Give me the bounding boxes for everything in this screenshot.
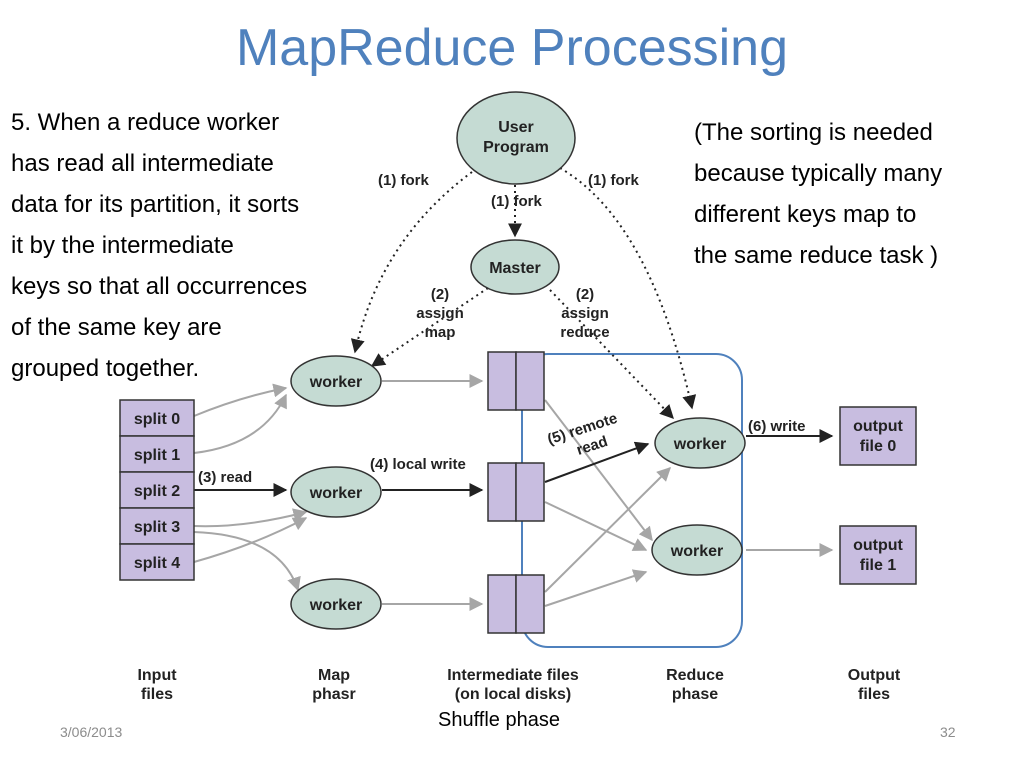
output-file-0-label: output — [853, 418, 903, 435]
left-line: it by the intermediate — [11, 232, 234, 259]
assign-map-label: map — [425, 324, 456, 341]
intermediate-file — [515, 351, 545, 411]
reduce-worker-node — [651, 524, 743, 576]
right-explanation: (The sorting is needed because typically… — [694, 112, 1024, 276]
map-worker-node — [290, 355, 382, 407]
column-label-reduce: phase — [672, 686, 718, 703]
intermediate-file — [487, 462, 517, 522]
left-line: has read all intermediate — [11, 150, 274, 177]
right-line: (The sorting is needed — [694, 119, 933, 146]
slide-date: 3/06/2013 — [60, 724, 123, 740]
map-worker-label: worker — [309, 597, 362, 614]
assign-reduce-label: assign — [561, 305, 609, 322]
reduce-worker-label: worker — [670, 543, 723, 560]
split3-to-worker2-arrow — [193, 508, 308, 528]
split-box — [119, 399, 195, 437]
map-worker-label: worker — [309, 374, 362, 391]
split-label: split 1 — [134, 447, 180, 464]
user-program-node — [456, 91, 576, 185]
fork-right-label: (1) fork — [588, 172, 639, 189]
column-label-input: files — [141, 686, 173, 703]
assign-reduce-label: reduce — [560, 324, 609, 341]
right-line: the same reduce task ) — [694, 242, 939, 269]
map-worker-node — [290, 466, 382, 518]
column-label-output: files — [858, 686, 890, 703]
split-label: split 0 — [134, 411, 180, 428]
map-worker-label: worker — [309, 485, 362, 502]
split-label: split 3 — [134, 519, 180, 536]
fork-center-label: (1) fork — [491, 193, 542, 210]
split1-to-worker1-arrow — [193, 393, 287, 454]
column-label-map: phasr — [312, 686, 356, 703]
output-file-1-label: file 1 — [860, 557, 897, 574]
left-line: data for its partition, it sorts — [11, 191, 300, 218]
remote-read-arrow — [544, 441, 650, 483]
write-label: (6) write — [748, 418, 806, 435]
right-line: because typically many — [694, 160, 943, 187]
read-label: (3) read — [198, 469, 252, 486]
column-label-map: Map — [318, 667, 350, 684]
shuffle-phase-label: Shuffle phase — [438, 709, 560, 731]
split-label: split 4 — [134, 555, 180, 572]
split0-to-worker1-arrow — [193, 383, 288, 417]
left-line: grouped together. — [11, 355, 200, 382]
column-label-output: Output — [848, 667, 901, 684]
column-label-intermediate: Intermediate files — [447, 667, 579, 684]
master-node — [470, 239, 560, 295]
split-label: split 2 — [134, 483, 180, 500]
file2-to-worker-r2-arrow — [544, 501, 648, 551]
map-worker-node — [290, 578, 382, 630]
left-line: 5. When a reduce worker — [11, 109, 280, 136]
file1-to-worker-r2-arrow — [544, 399, 653, 542]
split-box — [119, 435, 195, 473]
output-file-1 — [839, 525, 917, 585]
slide-page-number: 32 — [940, 724, 956, 740]
intermediate-file — [487, 574, 517, 634]
intermediate-file — [515, 462, 545, 522]
column-label-intermediate: (on local disks) — [455, 686, 571, 703]
assign-map-label: (2) — [431, 286, 449, 303]
right-line: different keys map to — [694, 201, 917, 228]
slide-title: MapReduce Processing — [235, 19, 789, 77]
split3-to-worker3-arrow — [193, 531, 301, 592]
split-box — [119, 543, 195, 581]
reduce-worker-node — [654, 417, 746, 469]
output-file-0-label: file 0 — [860, 438, 897, 455]
left-explanation: 5. When a reduce worker has read all int… — [11, 102, 411, 389]
assign-reduce-label: (2) — [576, 286, 594, 303]
fork-left-label: (1) fork — [378, 172, 429, 189]
user-program-label: User — [498, 119, 534, 136]
local-write-label: (4) local write — [370, 456, 466, 473]
left-line: of the same key are — [11, 314, 222, 341]
master-label: Master — [489, 260, 541, 277]
fork-left-arrow — [350, 171, 473, 354]
reduce-worker-label: worker — [673, 436, 726, 453]
file3-to-worker-r1-arrow — [544, 467, 671, 593]
column-label-input: Input — [137, 667, 177, 684]
user-program-label: Program — [483, 139, 549, 156]
split4-to-worker2-arrow — [193, 517, 308, 563]
intermediate-file — [515, 574, 545, 634]
intermediate-file — [487, 351, 517, 411]
left-line: keys so that all occurrences — [11, 273, 308, 300]
file3-to-worker-r2-arrow — [544, 569, 648, 607]
output-file-0 — [839, 406, 917, 466]
assign-map-label: assign — [416, 305, 464, 322]
output-file-1-label: output — [853, 537, 903, 554]
column-label-reduce: Reduce — [666, 667, 724, 684]
